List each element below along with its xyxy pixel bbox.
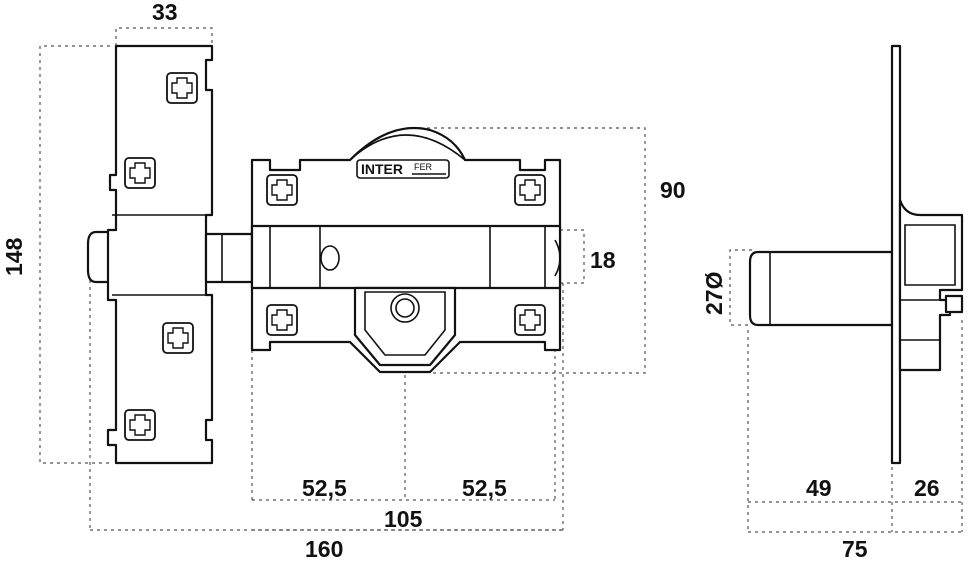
side-plate [890, 44, 902, 465]
dim-cylinder-length: 49 [806, 475, 832, 501]
bolt-tip [86, 230, 114, 284]
side-view [748, 44, 964, 465]
screw-icon [162, 322, 194, 354]
screw-icon [124, 409, 156, 441]
strike-plate [106, 44, 214, 465]
dim-body-height: 90 [660, 177, 686, 203]
screw-icon [166, 72, 198, 104]
dim-side-depth: 26 [914, 475, 940, 501]
dim-half-right: 52,5 [462, 475, 507, 501]
screw-icon [266, 174, 298, 206]
dim-total-height: 148 [1, 237, 27, 276]
screw-icon [124, 157, 156, 189]
dimension-lines [39, 27, 963, 533]
cylinder-housing [353, 286, 457, 367]
side-cylinder [748, 250, 894, 327]
dim-bolt-height: 18 [590, 247, 616, 273]
screw-icon [266, 304, 298, 336]
dim-cylinder-diameter: 27Ø [701, 272, 727, 315]
brand-sub: FER [414, 162, 433, 172]
dim-body-length: 105 [384, 506, 423, 532]
front-view [86, 44, 562, 465]
side-pin [944, 294, 964, 314]
screw-icon [514, 304, 546, 336]
dim-plate-width: 33 [152, 0, 178, 25]
dimension-labels: 33 148 90 18 27Ø 52,5 52,5 105 160 49 26… [1, 0, 940, 562]
brand-main: INTER [361, 161, 403, 177]
main-bolt [250, 224, 562, 290]
dim-half-left: 52,5 [302, 475, 347, 501]
connecting-bolt [204, 232, 254, 284]
dim-side-total: 75 [842, 536, 868, 562]
screws [124, 72, 546, 441]
dim-total-length: 160 [305, 536, 343, 562]
screw-icon [514, 174, 546, 206]
brand-logo: INTER FER [356, 159, 450, 179]
